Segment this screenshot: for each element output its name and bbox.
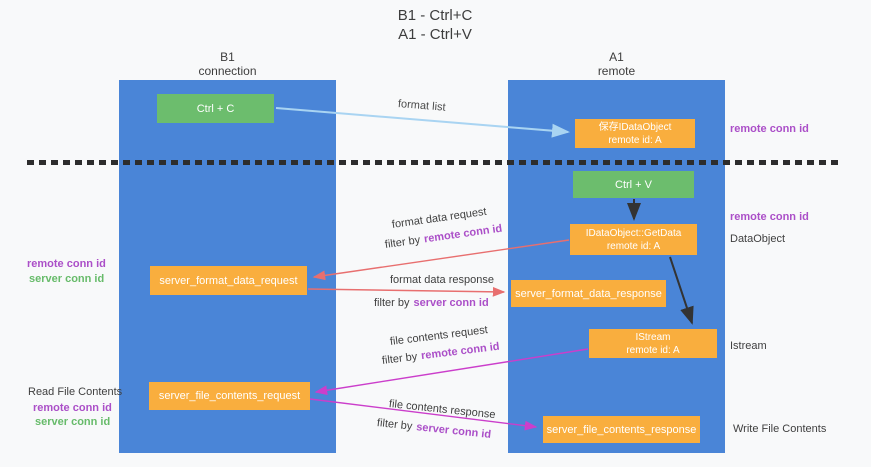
label-read-file-contents: Read File Contents bbox=[28, 386, 123, 398]
label-server-conn-id-left1: server conn id bbox=[29, 273, 105, 285]
node-file-response-label: server_file_contents_response bbox=[546, 423, 697, 436]
lane-a1-name: A1 bbox=[609, 50, 624, 64]
remote-conn-id-text: remote conn id bbox=[423, 222, 503, 246]
node-save-idataobject-line2: remote id: A bbox=[608, 134, 662, 146]
node-server-format-data-response: server_format_data_response bbox=[511, 280, 666, 307]
node-istream-line2: remote id: A bbox=[626, 344, 680, 356]
diagram-title: B1 - Ctrl+C A1 - Ctrl+V bbox=[335, 6, 535, 44]
lane-header-a1: A1 remote bbox=[508, 50, 725, 78]
lane-a1-role: remote bbox=[597, 64, 636, 78]
label-server-conn-id-left2: server conn id bbox=[35, 416, 111, 428]
node-server-file-contents-response: server_file_contents_response bbox=[543, 416, 700, 443]
node-getdata-line1: IDataObject::GetData bbox=[585, 227, 682, 239]
label-remote-conn-id-mid: remote conn id bbox=[730, 211, 809, 223]
remote-conn-id-text: remote conn id bbox=[420, 340, 501, 363]
filter-by-text: filter by bbox=[376, 417, 413, 433]
lane-b1-name: B1 bbox=[220, 50, 235, 64]
node-ctrl-v-label: Ctrl + V bbox=[615, 178, 652, 191]
label-remote-conn-id-left1: remote conn id bbox=[27, 258, 106, 270]
node-format-response-label: server_format_data_response bbox=[515, 287, 662, 300]
node-ctrl-c-label: Ctrl + C bbox=[196, 102, 235, 115]
node-getdata-line2: remote id: A bbox=[606, 240, 661, 252]
title-line-2: A1 - Ctrl+V bbox=[398, 26, 472, 43]
filter-by-text: filter by bbox=[374, 297, 410, 309]
node-server-file-contents-request: server_file_contents_request bbox=[149, 382, 310, 410]
label-istream: Istream bbox=[730, 340, 767, 352]
node-file-request-label: server_file_contents_request bbox=[158, 390, 301, 402]
label-write-file-contents: Write File Contents bbox=[733, 423, 827, 435]
node-istream-line1: IStream bbox=[635, 331, 671, 343]
annotation-file-contents-response: file contents response bbox=[388, 398, 497, 422]
label-dataobject: DataObject bbox=[730, 233, 786, 245]
dashed-divider bbox=[27, 160, 838, 165]
server-conn-id-text: server conn id bbox=[415, 421, 492, 441]
lane-header-b1: B1 connection bbox=[119, 50, 336, 78]
lane-b1-role: connection bbox=[198, 64, 257, 78]
node-idataobject-getdata: IDataObject::GetData remote id: A bbox=[570, 224, 697, 255]
label-remote-conn-id-top: remote conn id bbox=[730, 123, 809, 135]
filter-by-text: filter by bbox=[381, 350, 418, 367]
node-save-idataobject: 保存IDataObject remote id: A bbox=[575, 119, 695, 148]
arrow-format-data-response bbox=[307, 286, 506, 297]
annotation-format-list: format list bbox=[397, 98, 447, 114]
filter-by-text: filter by bbox=[384, 234, 421, 251]
node-ctrl-c: Ctrl + C bbox=[157, 94, 274, 123]
server-conn-id-text: server conn id bbox=[413, 297, 489, 309]
annotation-format-data-response: format data response bbox=[390, 274, 494, 286]
node-istream: IStream remote id: A bbox=[589, 329, 717, 358]
label-remote-conn-id-left2: remote conn id bbox=[33, 402, 112, 414]
title-line-1: B1 - Ctrl+C bbox=[397, 7, 473, 24]
node-ctrl-v: Ctrl + V bbox=[573, 171, 694, 198]
node-server-format-data-request: server_format_data_request bbox=[150, 266, 307, 295]
node-save-idataobject-line1: 保存IDataObject bbox=[598, 121, 672, 133]
node-format-request-label: server_format_data_request bbox=[159, 274, 298, 287]
